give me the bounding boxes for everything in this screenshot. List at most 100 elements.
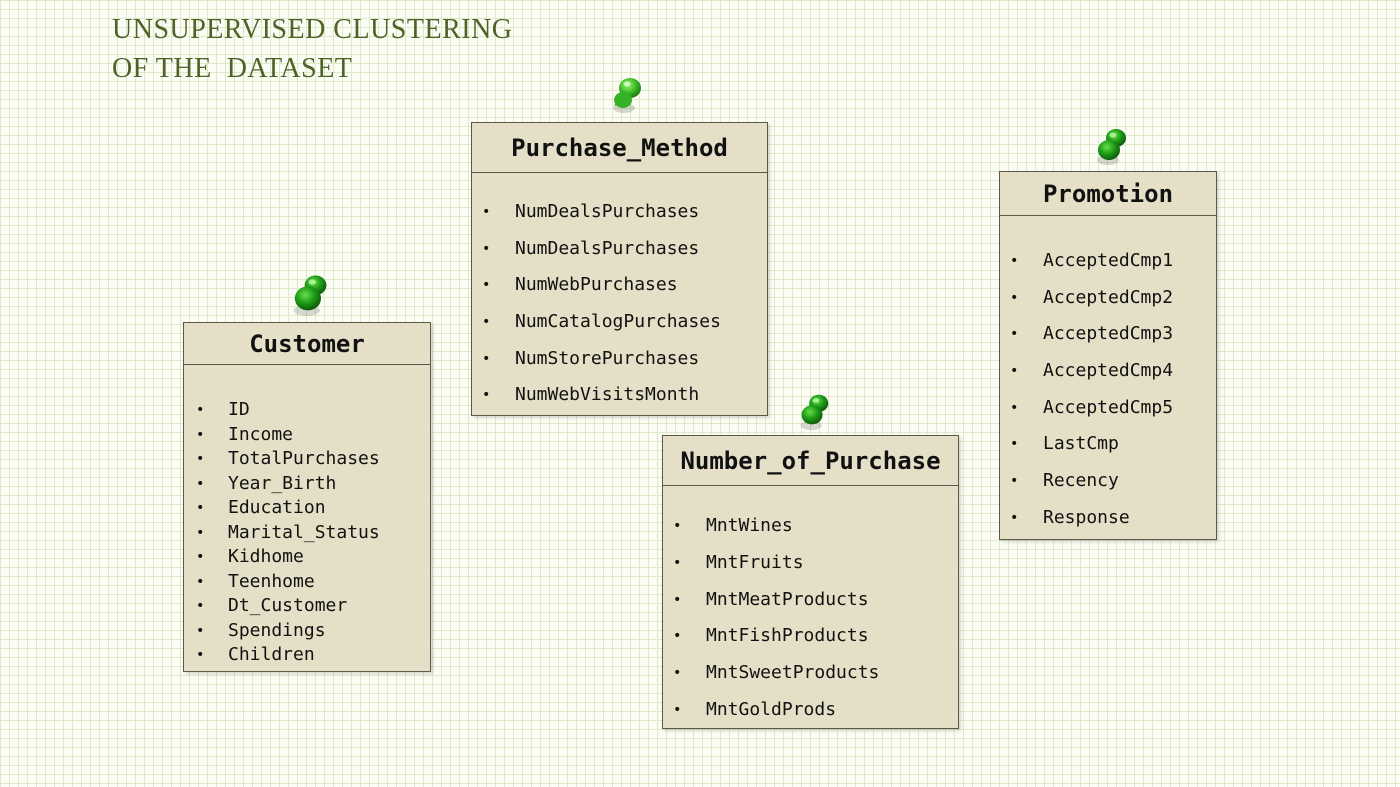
field-label: AcceptedCmp3 [1043, 323, 1174, 345]
field-label: TotalPurchases [228, 448, 380, 469]
list-item: • Dt_Customer [184, 594, 430, 619]
bullet: • [673, 518, 682, 534]
list-item: • TotalPurchases [184, 447, 430, 472]
bullet: • [1010, 509, 1019, 526]
bullet: • [482, 314, 491, 331]
pushpin-icon [613, 78, 641, 113]
bullet: • [196, 451, 205, 467]
field-label: Children [228, 644, 315, 665]
list-item: • AcceptedCmp5 [1000, 397, 1216, 434]
list-item: • AcceptedCmp3 [1000, 323, 1216, 360]
bullet: • [673, 701, 682, 718]
bullet: • [673, 554, 682, 571]
field-label: NumDealsPurchases [515, 201, 700, 222]
list-item: •NumWebPurchases [472, 274, 767, 311]
bullet: • [673, 665, 682, 682]
customer-card: Customer •ID•Income•TotalPurchases•Year_… [183, 322, 431, 672]
field-label: Recency [1043, 470, 1119, 492]
field-label: Education [228, 497, 326, 518]
list-item: •AcceptedCmp4 [1000, 360, 1216, 397]
field-label: Dt_Customer [228, 595, 348, 616]
field-label: MntMeatProducts [706, 588, 869, 610]
bullet: • [1010, 253, 1019, 269]
field-label: AcceptedCmp5 [1043, 396, 1174, 418]
bullet: • [1010, 473, 1019, 490]
list-item: •Income [184, 423, 430, 448]
field-list: •ID•Income•TotalPurchases•Year_Birth•Edu… [184, 365, 430, 668]
pushpin-icon [800, 394, 829, 431]
field-label: ID [228, 399, 250, 420]
pushpin-icon [293, 275, 327, 316]
list-item: • NumStorePurchases [472, 348, 767, 385]
list-item: • LastCmp [1000, 433, 1216, 470]
bullet: • [482, 204, 491, 220]
field-label: NumWebVisitsMonth [515, 384, 700, 406]
bullet: • [673, 591, 682, 608]
list-item: •AcceptedCmp1 [1000, 250, 1216, 287]
list-item: • MntFruits [663, 552, 958, 589]
field-label: Income [228, 423, 294, 445]
field-label: NumDealsPurchases [515, 237, 700, 259]
field-label: AcceptedCmp2 [1043, 286, 1174, 308]
list-item: • NumDealsPurchases [472, 201, 767, 238]
list-item: • MntWines [663, 515, 958, 552]
bullet: • [1010, 326, 1019, 343]
card-header: Number_of_Purchase [663, 436, 958, 486]
bullet: • [196, 549, 205, 565]
list-item: • Marital_Status [184, 521, 430, 546]
promotion-card: Promotion •AcceptedCmp1•AcceptedCmp2•Acc… [999, 171, 1217, 540]
list-item: • NumWebVisitsMonth [472, 384, 767, 421]
list-item: • Children [184, 643, 430, 668]
list-item: •AcceptedCmp2 [1000, 287, 1216, 324]
bullet: • [196, 500, 205, 516]
bullet: • [196, 573, 205, 590]
list-item: • Recency [1000, 470, 1216, 507]
bullet: • [196, 622, 205, 639]
bullet: • [673, 628, 682, 645]
field-label: AcceptedCmp4 [1043, 360, 1174, 382]
number-of-purchase-card: Number_of_Purchase •MntWines•MntFruits•M… [662, 435, 959, 729]
field-label: Marital_Status [228, 521, 380, 543]
list-item: • NumDealsPurchases [472, 238, 767, 275]
list-item: • MntGoldProds [663, 699, 958, 736]
bullet: • [482, 240, 491, 257]
field-label: Response [1043, 506, 1130, 528]
field-label: Spendings [228, 619, 326, 641]
field-label: Year_Birth [228, 472, 337, 494]
bullet: • [1010, 399, 1019, 416]
bullet: • [482, 350, 491, 367]
bullet: • [196, 524, 205, 541]
list-item: • MntMeatProducts [663, 589, 958, 626]
list-item: • ID [184, 398, 430, 423]
list-item: • Response [1000, 507, 1216, 544]
title-line-2: OF THE DATASET [112, 53, 353, 84]
field-list: • MntWines • MntFruits • MntMeatProducts • MntF… [663, 486, 958, 736]
bullet: • [1010, 436, 1019, 453]
field-label: MntFishProducts [706, 625, 869, 647]
list-item: • Education [184, 496, 430, 521]
pushpin-icon [1097, 129, 1126, 165]
list-item: • Kidhome [184, 545, 430, 570]
list-item: • Spendings [184, 619, 430, 644]
list-item: • MntFishProducts [663, 625, 958, 662]
page-title: UNSUPERVISED CLUSTERING OF THE DATASET [112, 10, 513, 88]
bullet: • [482, 277, 491, 294]
field-label: LastCmp [1043, 433, 1119, 455]
field-label: MntWines [706, 515, 793, 536]
field-label: Kidhome [228, 546, 304, 567]
field-label: MntGoldProds [706, 698, 837, 720]
field-label: Teenhome [228, 570, 315, 592]
bullet: • [482, 387, 491, 404]
list-item: • NumCatalogPurchases [472, 311, 767, 348]
bullet: • [196, 402, 205, 418]
list-item: •MntSweetProducts [663, 662, 958, 699]
field-list: •NumDealsPurchases•NumDealsPurchases•Num… [472, 173, 767, 421]
list-item: •Year_Birth [184, 472, 430, 497]
bullet: • [196, 647, 205, 663]
bullet: • [196, 598, 205, 614]
purchase-method-card: Purchase_Method •NumDealsPurchases•NumDe… [471, 122, 768, 416]
title-line-1: UNSUPERVISED CLUSTERING [112, 14, 513, 45]
field-label: NumStorePurchases [515, 347, 700, 369]
field-label: NumCatalogPurchases [515, 311, 721, 333]
field-label: MntFruits [706, 551, 804, 573]
